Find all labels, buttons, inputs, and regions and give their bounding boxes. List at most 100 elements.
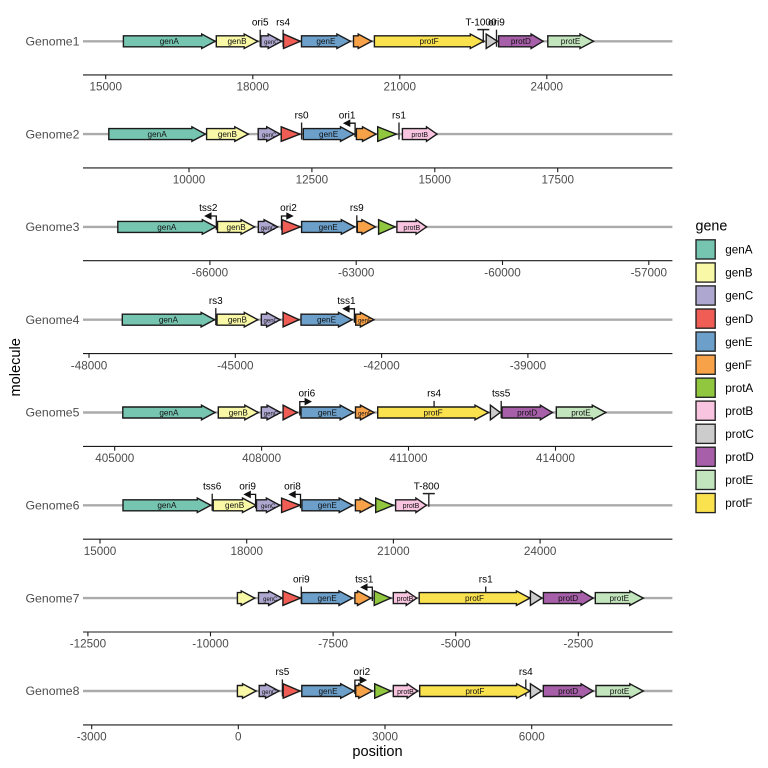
svg-text:tss1: tss1	[355, 574, 374, 585]
svg-text:genD: genD	[725, 313, 753, 326]
svg-text:protE: protE	[571, 408, 591, 417]
svg-text:ori1: ori1	[339, 110, 356, 121]
svg-text:protB: protB	[403, 503, 420, 510]
svg-text:0: 0	[235, 731, 242, 744]
svg-text:ori2: ori2	[280, 203, 297, 214]
svg-text:protF: protF	[424, 408, 443, 417]
svg-text:Genome8: Genome8	[25, 684, 79, 698]
svg-text:10000: 10000	[173, 174, 206, 187]
svg-text:genC: genC	[264, 411, 279, 417]
svg-text:rs1: rs1	[392, 110, 406, 121]
svg-text:genE: genE	[319, 223, 339, 232]
svg-text:genC: genC	[262, 690, 277, 696]
svg-text:genE: genE	[316, 37, 336, 46]
svg-text:genF: genF	[725, 359, 752, 372]
svg-text:tss2: tss2	[199, 203, 218, 214]
svg-text:molecule: molecule	[8, 338, 24, 396]
svg-text:21000: 21000	[377, 545, 410, 558]
svg-text:24000: 24000	[531, 81, 564, 94]
svg-text:genE: genE	[725, 336, 753, 349]
svg-text:tss5: tss5	[492, 389, 511, 400]
svg-text:protE: protE	[610, 687, 630, 696]
svg-text:411000: 411000	[389, 452, 428, 465]
svg-text:gene: gene	[696, 218, 728, 234]
svg-text:rs0: rs0	[295, 110, 309, 121]
svg-text:-60000: -60000	[484, 266, 521, 279]
svg-text:tss1: tss1	[337, 296, 356, 307]
svg-text:protB: protB	[397, 596, 414, 603]
svg-text:Genome2: Genome2	[25, 127, 79, 141]
svg-text:ori8: ori8	[284, 482, 301, 493]
svg-text:genA: genA	[160, 37, 180, 46]
svg-text:-7500: -7500	[318, 638, 348, 651]
svg-text:414000: 414000	[536, 452, 576, 465]
svg-text:genC: genC	[262, 133, 277, 139]
svg-text:-45000: -45000	[217, 359, 254, 372]
svg-text:408000: 408000	[242, 452, 282, 465]
svg-text:genA: genA	[159, 408, 179, 417]
svg-text:ori9: ori9	[293, 574, 310, 585]
svg-text:Genome4: Genome4	[25, 313, 79, 327]
svg-text:genF: genF	[358, 411, 372, 417]
svg-text:genC: genC	[264, 40, 279, 46]
svg-text:ori2: ori2	[354, 667, 371, 678]
svg-text:rs5: rs5	[275, 667, 289, 678]
svg-text:ori9: ori9	[239, 482, 256, 493]
svg-text:T-800: T-800	[414, 482, 440, 493]
svg-text:genB: genB	[227, 223, 247, 232]
svg-text:protF: protF	[725, 497, 752, 510]
svg-text:Genome3: Genome3	[25, 220, 79, 234]
svg-text:ori5: ori5	[252, 18, 269, 29]
svg-text:protF: protF	[465, 687, 484, 696]
svg-text:rs4: rs4	[519, 667, 533, 678]
svg-text:protD: protD	[558, 687, 578, 696]
svg-text:genE: genE	[318, 408, 338, 417]
svg-text:Genome5: Genome5	[25, 406, 79, 420]
svg-text:protE: protE	[561, 37, 581, 46]
svg-text:-12500: -12500	[70, 638, 107, 651]
svg-text:protD: protD	[558, 594, 578, 603]
svg-text:protE: protE	[610, 594, 630, 603]
svg-text:3000: 3000	[372, 731, 399, 744]
svg-text:protF: protF	[465, 594, 484, 603]
svg-text:genE: genE	[318, 687, 338, 696]
svg-text:genB: genB	[229, 408, 249, 417]
svg-text:-63000: -63000	[338, 266, 375, 279]
svg-text:-48000: -48000	[71, 359, 108, 372]
svg-text:12500: 12500	[296, 174, 329, 187]
svg-text:-39000: -39000	[510, 359, 547, 372]
svg-text:genE: genE	[317, 316, 337, 325]
svg-text:-2500: -2500	[563, 638, 593, 651]
svg-text:genB: genB	[218, 130, 238, 139]
svg-text:tss6: tss6	[203, 482, 222, 493]
svg-text:genB: genB	[228, 316, 248, 325]
svg-text:rs4: rs4	[427, 389, 441, 400]
svg-text:protE: protE	[725, 474, 753, 487]
svg-text:genC: genC	[725, 290, 753, 303]
svg-text:-42000: -42000	[363, 359, 400, 372]
svg-text:genE: genE	[318, 594, 338, 603]
svg-text:15000: 15000	[84, 545, 117, 558]
svg-text:position: position	[352, 744, 402, 760]
svg-text:ori9: ori9	[488, 18, 505, 29]
svg-text:rs9: rs9	[350, 203, 364, 214]
svg-text:405000: 405000	[95, 452, 135, 465]
svg-text:genA: genA	[725, 244, 753, 257]
svg-text:genC: genC	[261, 504, 276, 510]
svg-text:genA: genA	[148, 130, 168, 139]
svg-text:protF: protF	[420, 37, 439, 46]
svg-text:protB: protB	[397, 689, 414, 696]
svg-text:protA: protA	[725, 382, 753, 395]
svg-text:T-1000: T-1000	[465, 18, 497, 29]
svg-text:genB: genB	[227, 37, 247, 46]
svg-text:genC: genC	[261, 226, 276, 232]
svg-text:18000: 18000	[230, 545, 263, 558]
svg-text:genF: genF	[358, 319, 372, 325]
svg-text:protD: protD	[511, 37, 531, 46]
svg-text:rs4: rs4	[276, 18, 290, 29]
svg-text:genC: genC	[264, 319, 279, 325]
svg-text:Genome7: Genome7	[25, 591, 79, 605]
svg-text:Genome6: Genome6	[25, 499, 79, 513]
svg-text:-10000: -10000	[192, 638, 229, 651]
svg-text:15000: 15000	[419, 174, 452, 187]
